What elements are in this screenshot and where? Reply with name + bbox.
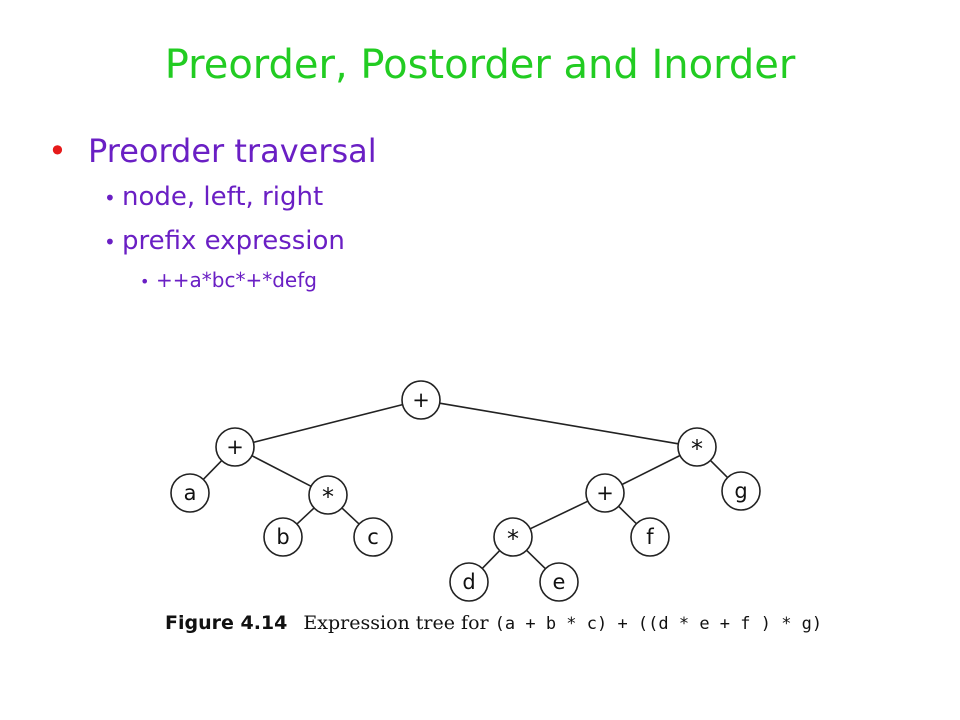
tree-edge	[526, 549, 546, 570]
figure-caption: Figure 4.14 Expression tree for (a + b *…	[165, 612, 822, 634]
tree-node-label: d	[462, 570, 475, 594]
tree-node: +	[585, 473, 625, 513]
tree-node: a	[170, 473, 210, 513]
tree-node-label: e	[553, 570, 566, 594]
tree-node-label: +	[596, 481, 614, 505]
expression-tree: + + * a * b c + g * f d e	[170, 380, 761, 602]
tree-edge	[439, 402, 679, 445]
tree-edge	[709, 459, 729, 479]
tree-node: +	[401, 380, 441, 420]
tree-edge	[202, 460, 223, 480]
tree-node: f	[630, 517, 670, 557]
bullet-dot-icon: •	[48, 132, 67, 170]
tree-node-circle	[215, 427, 255, 467]
tree-node-circle	[308, 475, 348, 515]
tree-node: b	[263, 517, 303, 557]
bullet-dot-icon: •	[104, 230, 116, 254]
tree-node: +	[215, 427, 255, 467]
tree-node-circle	[263, 517, 303, 557]
bullet-text: ++a*bc*+*defg	[156, 268, 317, 292]
tree-edge	[296, 507, 315, 525]
tree-node-circle	[539, 562, 579, 602]
tree-node-circle	[677, 427, 717, 467]
tree-edge	[481, 550, 501, 569]
bullet-node-left-right: •node, left, right	[104, 182, 323, 212]
tree-node-label: +	[412, 388, 430, 412]
caption-text: Expression tree for	[303, 612, 489, 634]
tree-edge	[618, 505, 637, 525]
bullet-text: Preorder traversal	[88, 132, 377, 170]
tree-node-label: f	[646, 525, 654, 549]
bullet-preorder-traversal: • Preorder traversal	[48, 132, 377, 170]
bullet-text: node, left, right	[122, 182, 324, 212]
tree-edge	[341, 507, 360, 525]
tree-node: *	[493, 517, 533, 557]
tree-node: g	[721, 471, 761, 511]
tree-node: e	[539, 562, 579, 602]
bullet-dot-icon: •	[104, 186, 116, 210]
tree-node-label: a	[184, 481, 197, 505]
tree-node: *	[308, 475, 348, 515]
figure-number: Figure 4.14	[165, 612, 288, 634]
tree-edge	[251, 455, 312, 487]
tree-node-label: +	[226, 435, 244, 459]
tree-edge	[621, 454, 681, 486]
bullet-list: •Preorder traversal •node, left, right •…	[0, 0, 960, 320]
tree-node-label: *	[691, 435, 703, 463]
tree-node-label: *	[507, 525, 519, 553]
bullet-dot-icon: •	[140, 272, 150, 291]
bullet-prefix-expression: •prefix expression	[104, 226, 345, 256]
tree-node-label: *	[322, 483, 334, 511]
tree-node-circle	[353, 517, 393, 557]
tree-node-label: g	[734, 479, 747, 503]
bullet-prefix-result: • ++a*bc*+*defg	[140, 268, 317, 292]
expression-tree-figure: + + * a * b c + g * f d e	[135, 355, 775, 645]
tree-edge	[253, 403, 403, 444]
tree-node-label: c	[367, 525, 379, 549]
tree-node-circle	[401, 380, 441, 420]
tree-node: *	[677, 427, 717, 467]
tree-node: d	[449, 562, 489, 602]
tree-node-label: b	[276, 525, 289, 549]
tree-node-circle	[170, 473, 210, 513]
tree-node-circle	[585, 473, 625, 513]
tree-node-circle	[449, 562, 489, 602]
caption-expression: (a + b * c) + ((d * e + f ) * g)	[494, 614, 823, 634]
bullet-text: prefix expression	[122, 226, 345, 256]
tree-node: c	[353, 517, 393, 557]
tree-edge	[529, 500, 589, 530]
tree-node-circle	[630, 517, 670, 557]
tree-node-circle	[493, 517, 533, 557]
slide-title: Preorder, Postorder and Inorder	[164, 42, 796, 88]
tree-node-circle	[721, 471, 761, 511]
